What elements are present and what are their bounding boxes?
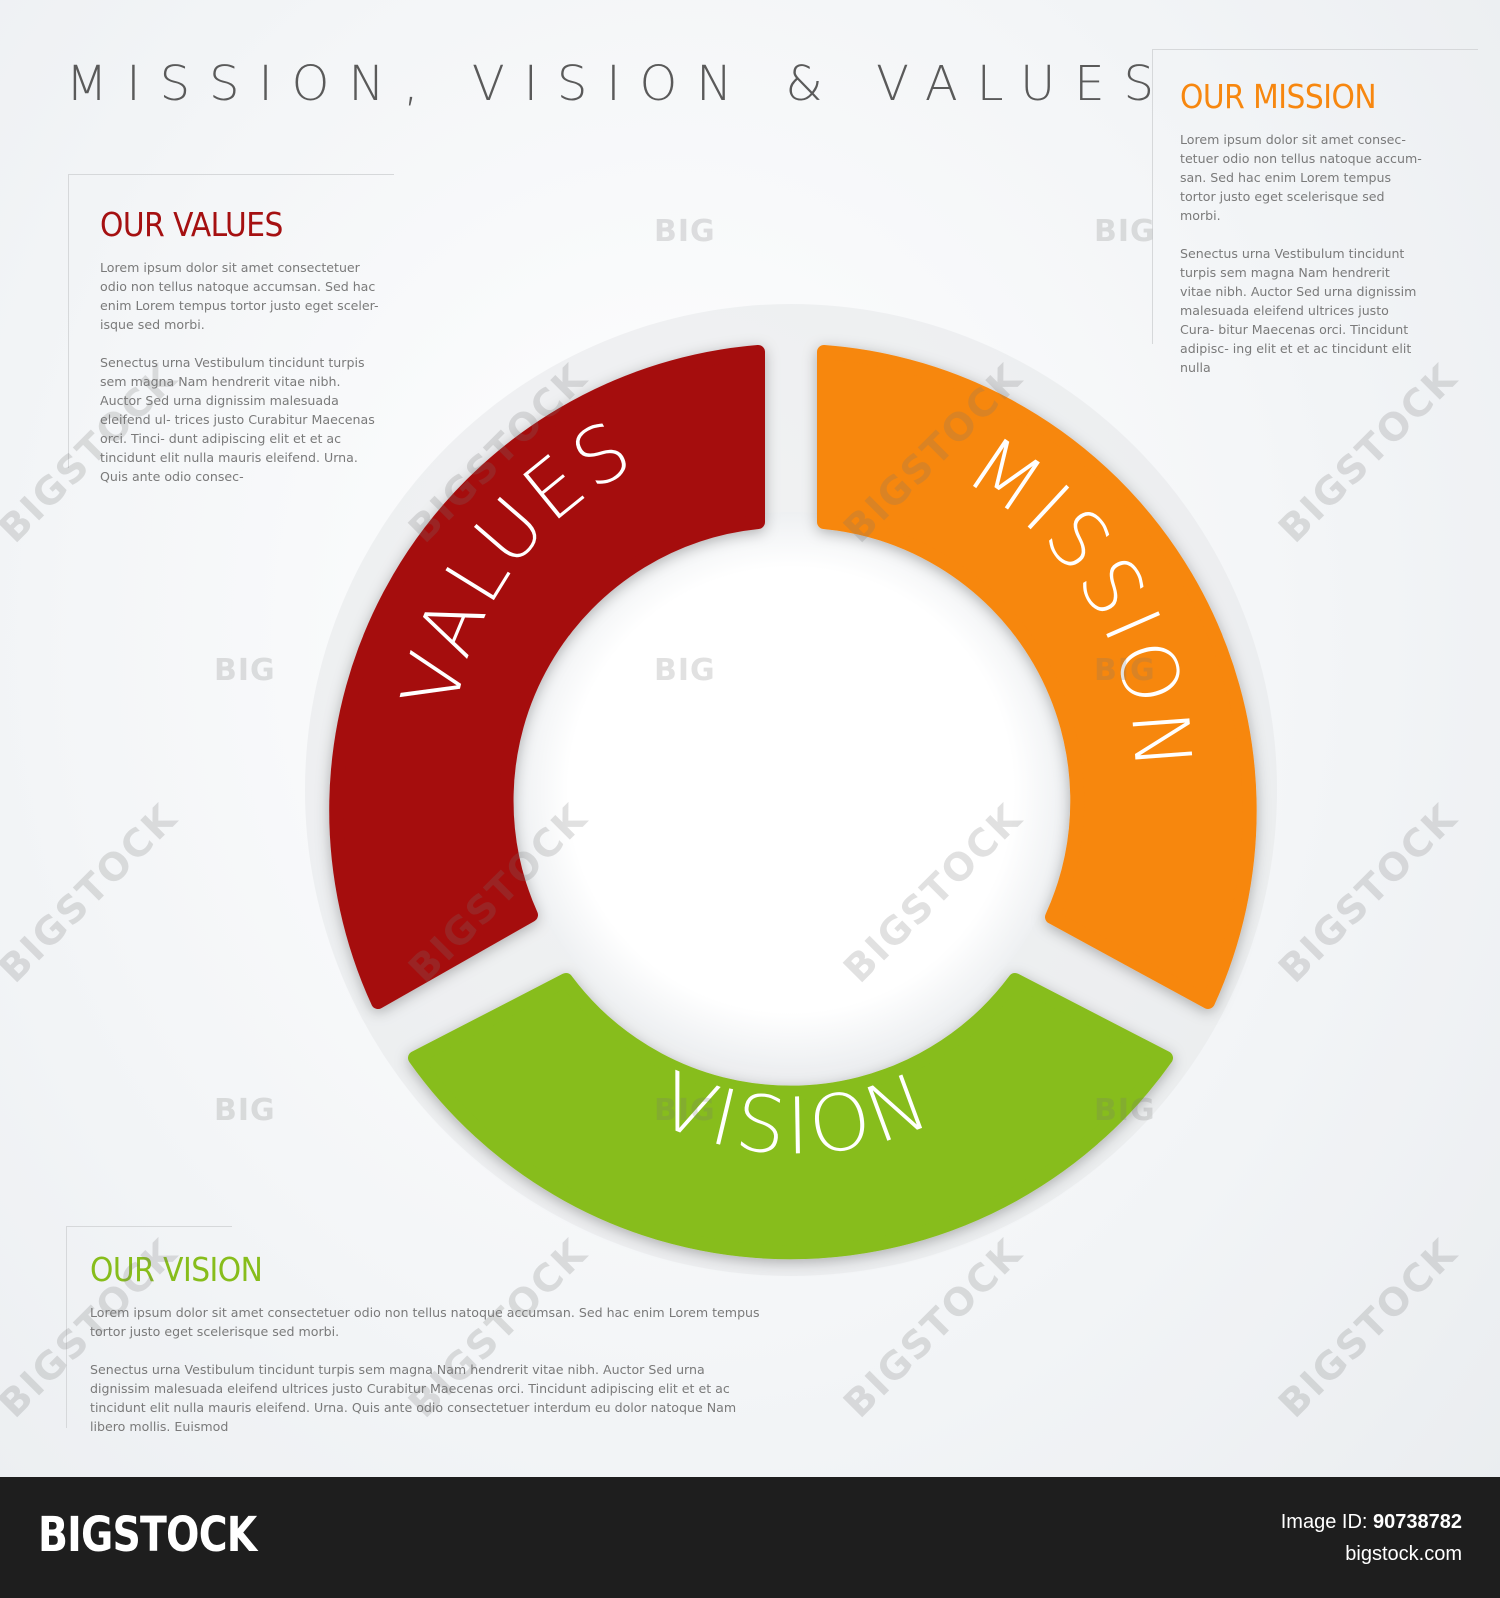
watermark-big-6: BIG <box>214 1093 276 1128</box>
mission-paragraph-2: Senectus urna Vestibulum tincidunt turpi… <box>1180 246 1417 375</box>
mission-paragraph-1: Lorem ipsum dolor sit amet consec- tetue… <box>1180 132 1422 223</box>
watermark-big-7: BIG <box>654 1093 716 1128</box>
values-heading: OUR VALUES <box>100 205 283 244</box>
watermark-big-1: BIG <box>654 214 716 249</box>
footer-bar: BIGSTOCK Image ID: 90738782 bigstock.com <box>0 1477 1500 1598</box>
mission-heading: OUR MISSION <box>1180 77 1377 116</box>
page-title: MISSION, VISION & VALUES <box>66 56 1173 112</box>
vision-paragraph-2: Senectus urna Vestibulum tincidunt turpi… <box>90 1362 737 1434</box>
mission-frame-top <box>1152 49 1478 50</box>
footer-image-id: Image ID: 90738782 <box>1281 1511 1462 1534</box>
footer-image-id-value: 90738782 <box>1373 1511 1462 1533</box>
cycle-wheel-diagram: VALUES MISSION VISION <box>305 304 1277 1276</box>
watermark-big-2: BIG <box>1094 214 1156 249</box>
vision-heading: OUR VISION <box>90 1250 263 1289</box>
values-info-block: OUR VALUES Lorem ipsum dolor sit amet co… <box>100 205 380 486</box>
values-frame-left <box>68 174 69 468</box>
watermark-big-5: BIG <box>1094 653 1156 688</box>
mission-info-block: OUR MISSION Lorem ipsum dolor sit amet c… <box>1180 77 1425 377</box>
vision-segment <box>408 973 1173 1260</box>
wheel-inner-hole <box>513 512 1069 1068</box>
watermark-big-4: BIG <box>654 653 716 688</box>
values-segment <box>329 345 765 1009</box>
values-paragraph-2: Senectus urna Vestibulum tincidunt turpi… <box>100 355 375 484</box>
vision-arc-shape <box>408 973 1173 1260</box>
values-paragraph-1: Lorem ipsum dolor sit amet consectetuer … <box>100 260 379 332</box>
vision-info-block: OUR VISION Lorem ipsum dolor sit amet co… <box>90 1250 760 1436</box>
values-frame-top <box>68 174 394 175</box>
watermark-big-8: BIG <box>1094 1093 1156 1128</box>
mission-frame-left <box>1152 49 1153 344</box>
footer-image-id-label: Image ID: <box>1280 1511 1368 1533</box>
mission-arc-shape <box>817 345 1257 1009</box>
watermark-big-3: BIG <box>214 653 276 688</box>
footer-logo: BIGSTOCK <box>38 1507 257 1563</box>
vision-paragraph-1: Lorem ipsum dolor sit amet consectetuer … <box>90 1305 760 1339</box>
mission-segment <box>817 345 1257 1009</box>
footer-site-link[interactable]: bigstock.com <box>1345 1543 1462 1565</box>
vision-frame-top <box>66 1226 232 1227</box>
vision-frame-left <box>66 1226 67 1428</box>
values-arc-shape <box>329 345 765 1009</box>
